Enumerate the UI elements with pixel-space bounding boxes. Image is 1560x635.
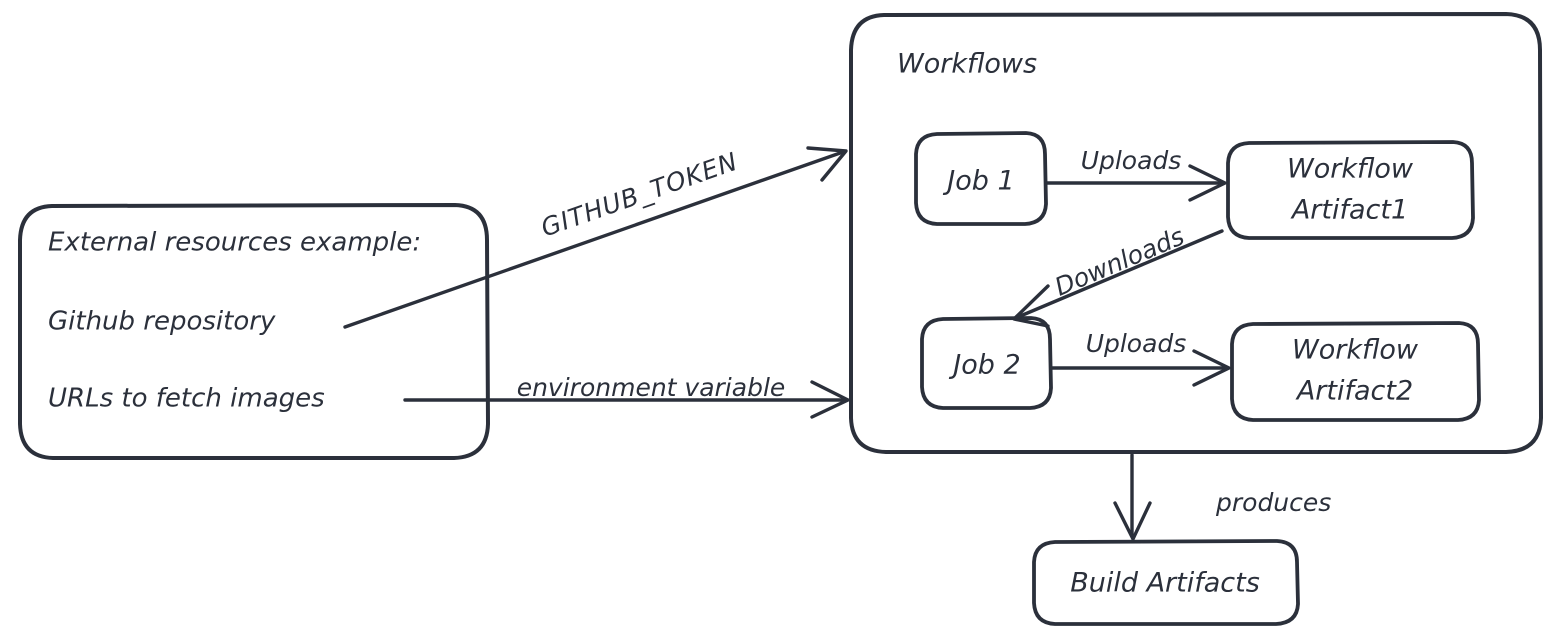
artifact1-node-box[interactable] xyxy=(1226,140,1475,240)
artifact2-label-line2: Artifact2 xyxy=(1295,376,1413,407)
edge-produces-arrowhead xyxy=(1113,501,1152,541)
edge-uploads-2-label: Uploads xyxy=(1086,329,1187,358)
edge-downloads-arrowhead xyxy=(1012,284,1050,328)
artifact2-node-box[interactable] xyxy=(1230,321,1481,422)
artifact1-label-line2: Artifact1 xyxy=(1290,195,1408,226)
external-line-1: External resources example: xyxy=(48,228,421,258)
build-artifacts-node-box[interactable] xyxy=(1032,539,1300,626)
edge-environment-variable-arrowhead xyxy=(810,380,850,419)
external-resources-box xyxy=(18,203,490,460)
edge-github-token-label: GITHUB_TOKEN xyxy=(537,147,742,243)
edge-uploads-1-arrowhead xyxy=(1188,164,1227,202)
edge-uploads-1-label: Uploads xyxy=(1081,146,1182,175)
edge-environment-variable-label: environment variable xyxy=(517,373,786,402)
job1-node-box[interactable] xyxy=(914,131,1048,226)
external-line-3: URLs to fetch images xyxy=(48,384,325,414)
artifact1-label-line1: Workflow xyxy=(1287,154,1414,185)
edge-uploads-2-arrowhead xyxy=(1192,349,1231,387)
job1-label: Job 1 xyxy=(942,166,1014,197)
artifact2-label-line1: Workflow xyxy=(1292,335,1419,366)
edge-github-token-line xyxy=(343,150,845,329)
edge-github-token-arrowhead xyxy=(806,146,848,182)
build-artifacts-label: Build Artifacts xyxy=(1070,568,1260,599)
external-line-2: Github repository xyxy=(48,307,276,337)
edge-downloads-line xyxy=(1016,229,1224,319)
edge-produces-label: produces xyxy=(1215,488,1331,517)
workflows-group-label: Workflows xyxy=(897,49,1037,80)
job2-label: Job 2 xyxy=(948,350,1020,381)
job2-node-box[interactable] xyxy=(920,316,1053,410)
